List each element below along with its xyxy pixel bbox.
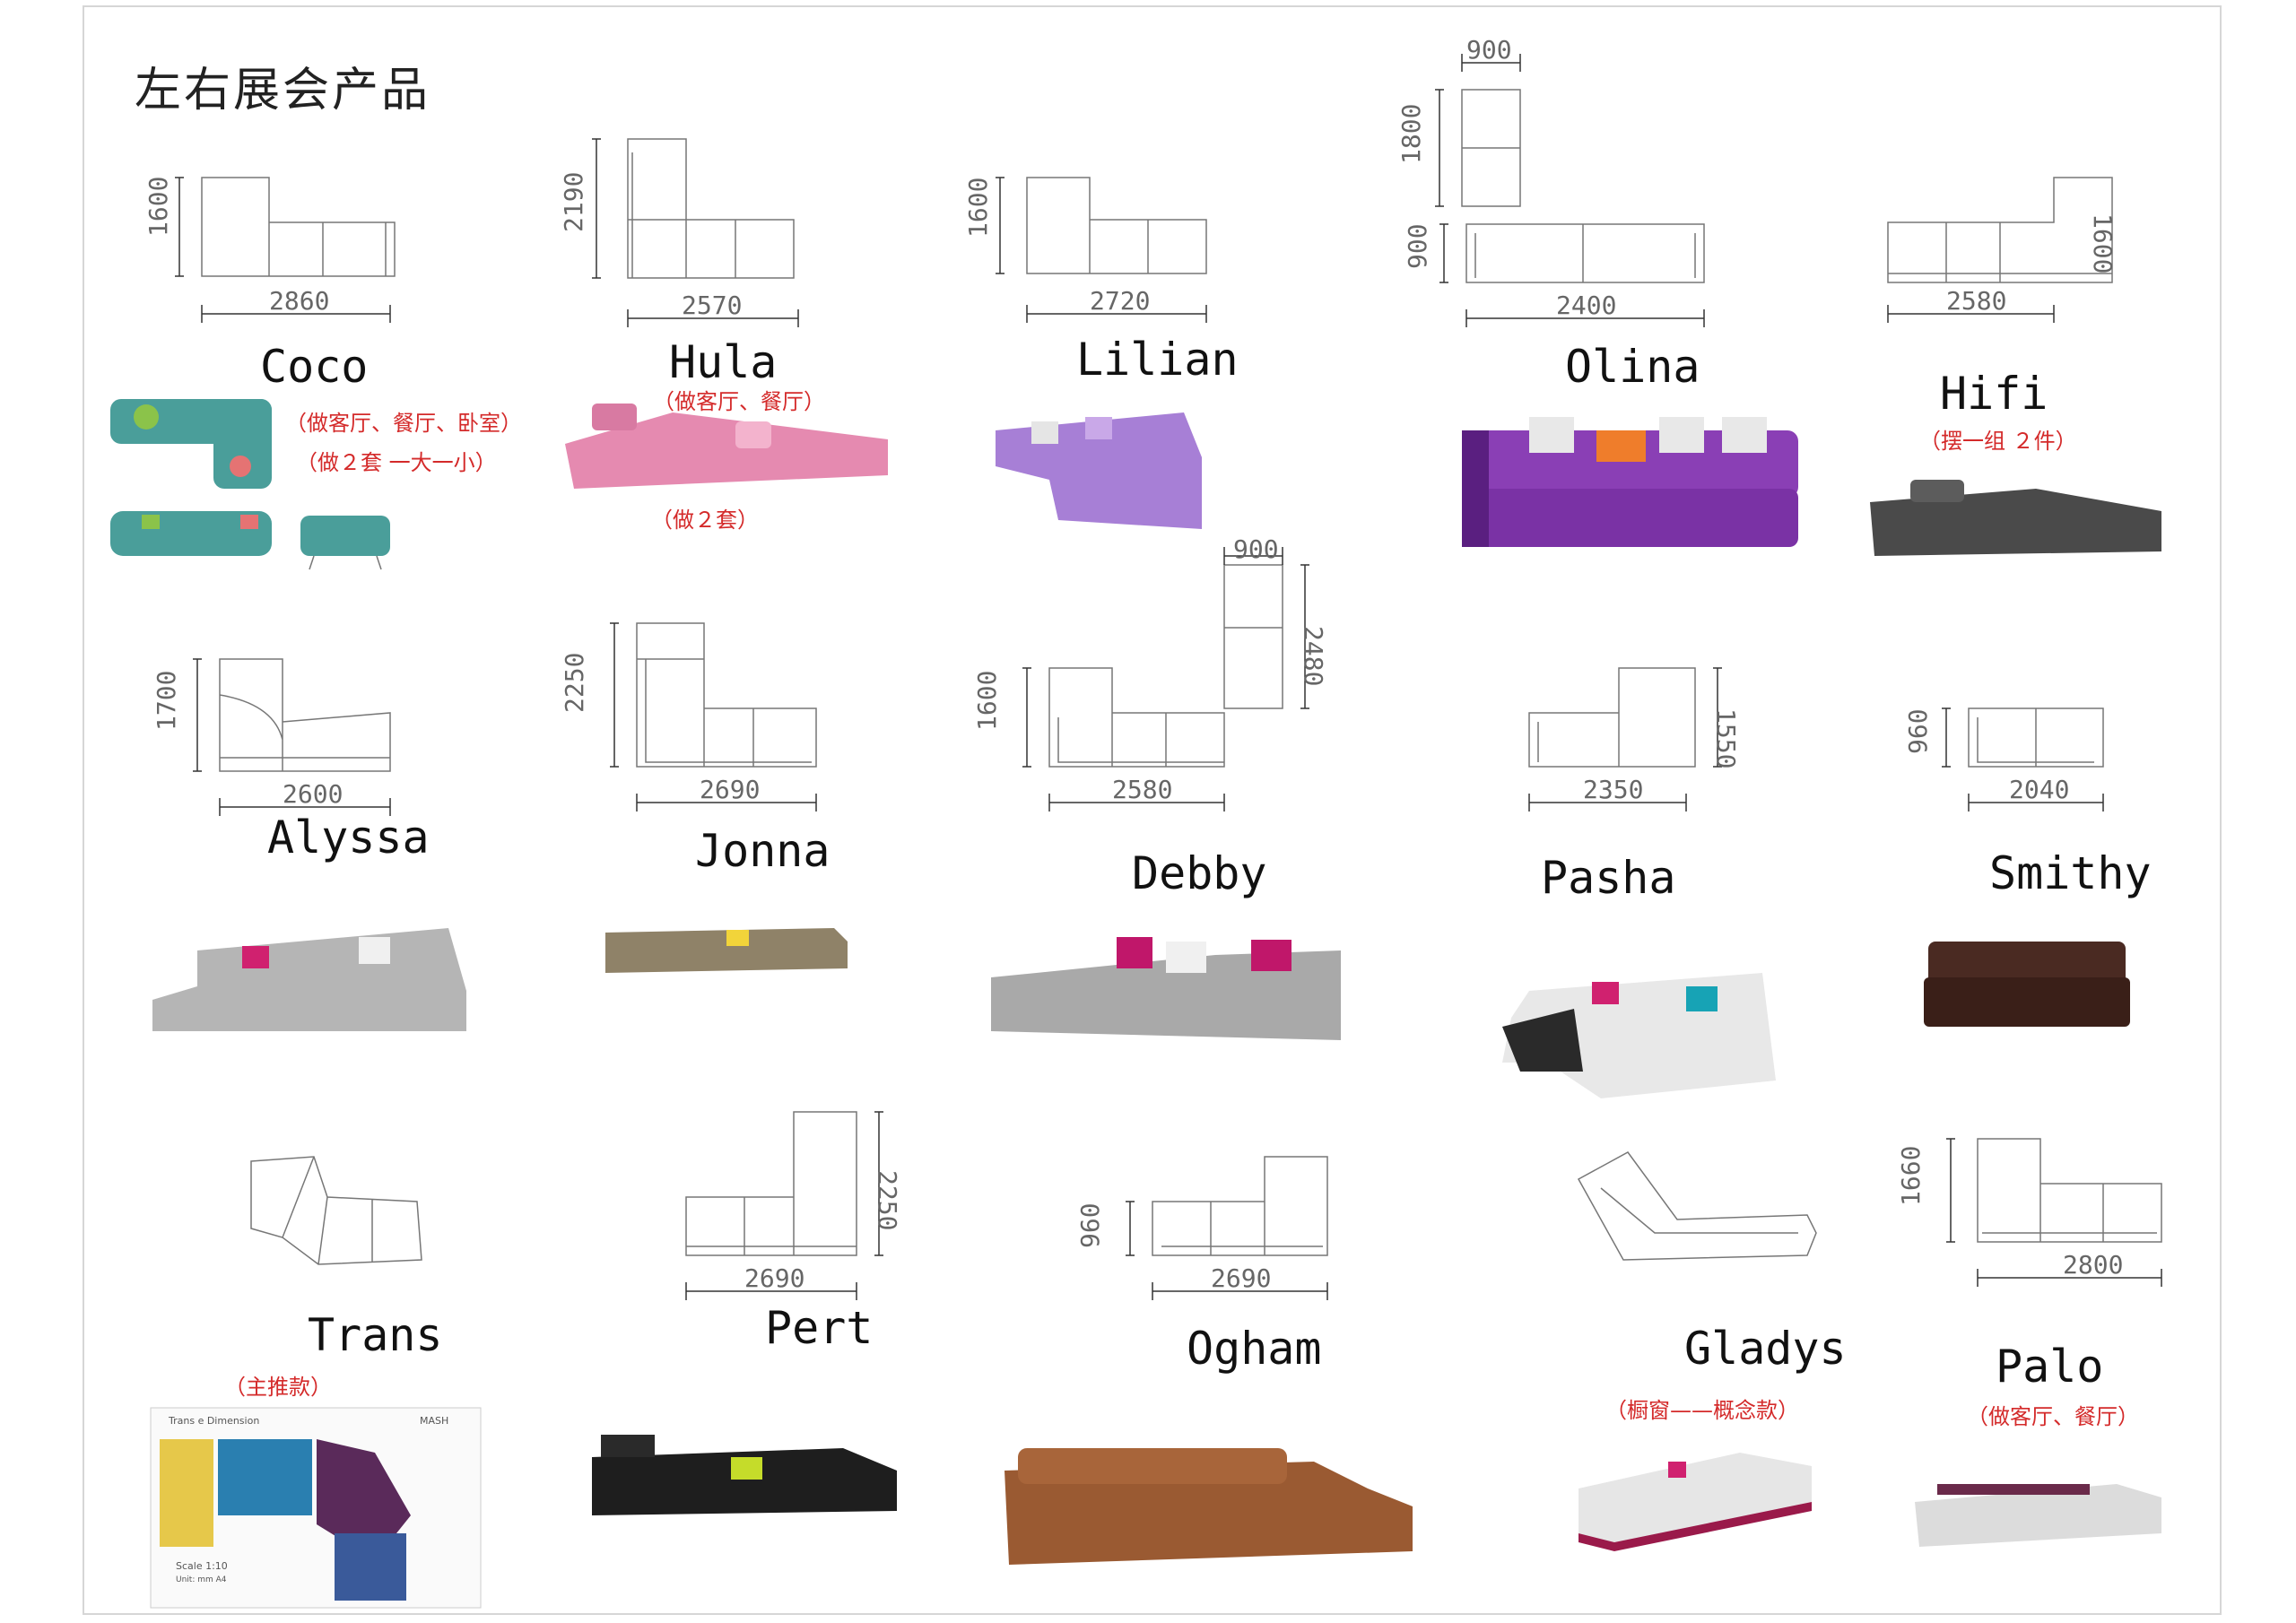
- product-name-hifi: Hifi: [1940, 368, 2048, 420]
- pert-height-dim: 2250: [873, 1170, 902, 1230]
- product-name-lilian: Lilian: [1076, 334, 1239, 386]
- pasha-floor-plan: 1550 2350: [1528, 667, 1741, 812]
- trans-dimension-sheet: Trans e Dimension MASH Scale 1:10 Unit: …: [150, 1407, 482, 1609]
- product-name-alyssa: Alyssa: [267, 812, 430, 864]
- jonna-photo: [605, 928, 848, 973]
- trans-sheet-unit: Unit: mm A4: [176, 1575, 227, 1584]
- gladys-photo: [1578, 1453, 1812, 1551]
- smithy-height-dim: 960: [1903, 708, 1933, 754]
- jonna-floor-plan: 2250 2690: [560, 622, 817, 812]
- olina-width-dim: 2400: [1556, 291, 1616, 320]
- palo-photo: [1915, 1484, 2161, 1547]
- trans-sheet-brand: MASH: [420, 1415, 448, 1427]
- debby-width-dim: 2580: [1112, 775, 1172, 804]
- coco-note-2: （做２套 一大一小）: [296, 450, 497, 475]
- hula-note-2: （做２套）: [651, 508, 759, 533]
- product-name-trans: Trans: [308, 1309, 443, 1361]
- pert-width-dim: 2690: [744, 1263, 804, 1293]
- pert-floor-plan: 2250 2690: [685, 1111, 902, 1300]
- product-name-palo: Palo: [1996, 1341, 2104, 1393]
- debby-top-width-dim: 900: [1233, 534, 1279, 564]
- product-name-olina: Olina: [1565, 341, 1700, 393]
- smithy-width-dim: 2040: [2009, 775, 2069, 804]
- smithy-photo: [1924, 942, 2130, 1027]
- coco-photo: [110, 399, 272, 556]
- page-title: 左右展会产品: [135, 64, 431, 117]
- hifi-height-dim: 1600: [2088, 213, 2118, 273]
- hifi-note-1: （摆一组 ２件）: [1919, 429, 2077, 454]
- pert-photo: [592, 1435, 897, 1515]
- trans-sheet-heading: Trans e Dimension: [168, 1415, 259, 1427]
- coco-width-dim: 2860: [269, 286, 329, 316]
- olina-top-width-dim: 900: [1466, 35, 1512, 65]
- gladys-note-1: （橱窗——概念款）: [1605, 1398, 1799, 1423]
- product-name-coco: Coco: [260, 341, 369, 393]
- lilian-width-dim: 2720: [1090, 286, 1150, 316]
- debby-height-dim: 1600: [972, 671, 1002, 731]
- gladys-floor-plan: [1577, 1151, 1817, 1261]
- jonna-width-dim: 2690: [700, 775, 760, 804]
- product-name-hula: Hula: [669, 336, 778, 388]
- page-frame: [83, 5, 2222, 1615]
- debby-top-height-dim: 2480: [1299, 626, 1328, 686]
- alyssa-photo: [152, 928, 466, 1031]
- alyssa-width-dim: 2600: [283, 779, 343, 809]
- ogham-width-dim: 2690: [1211, 1263, 1271, 1293]
- hifi-photo: [1870, 480, 2161, 556]
- olina-floor-plan: 900 1800 900 2400: [1396, 35, 1705, 327]
- palo-note-1: （做客厅、餐厅）: [1967, 1404, 2139, 1429]
- ogham-floor-plan: 960 2690: [1075, 1156, 1328, 1300]
- pasha-width-dim: 2350: [1583, 775, 1643, 804]
- alyssa-height-dim: 1700: [152, 671, 181, 731]
- trans-sheet-scale: Scale 1:10: [176, 1560, 228, 1572]
- lilian-height-dim: 1600: [963, 178, 993, 238]
- smithy-floor-plan: 960 2040: [1903, 707, 2104, 812]
- trans-floor-plan: [250, 1156, 422, 1265]
- coco-note-1: （做客厅、餐厅、卧室）: [285, 411, 522, 436]
- coco-height-dim: 1600: [144, 177, 173, 237]
- debby-photo: [991, 937, 1341, 1040]
- lilian-floor-plan: 1600 2720: [963, 177, 1207, 323]
- ogham-height-dim: 960: [1075, 1202, 1105, 1248]
- hula-width-dim: 2570: [682, 291, 742, 320]
- coco-side-photo: [300, 516, 390, 570]
- alyssa-floor-plan: 1700 2600: [152, 658, 391, 816]
- hula-height-dim: 2190: [559, 172, 588, 232]
- palo-height-dim: 1660: [1896, 1146, 1926, 1206]
- coco-floor-plan: 1600 2860: [144, 177, 396, 323]
- product-name-jonna: Jonna: [695, 825, 831, 877]
- olina-top-height-dim: 1800: [1396, 104, 1426, 164]
- hifi-floor-plan: 1600 2580: [1887, 177, 2118, 323]
- hula-photo: [565, 404, 888, 489]
- lilian-photo: [996, 412, 1202, 529]
- hula-floor-plan: 2190 2570: [559, 138, 799, 327]
- jonna-height-dim: 2250: [560, 653, 589, 713]
- product-name-pasha: Pasha: [1541, 852, 1676, 904]
- ogham-photo: [1004, 1448, 1413, 1565]
- product-name-ogham: Ogham: [1187, 1323, 1322, 1375]
- palo-floor-plan: 1660 2800: [1896, 1138, 2162, 1287]
- hifi-width-dim: 2580: [1946, 286, 2006, 316]
- pasha-photo: [1502, 973, 1776, 1098]
- olina-height-dim: 900: [1403, 223, 1432, 269]
- product-name-pert: Pert: [765, 1302, 874, 1354]
- product-name-smithy: Smithy: [1989, 847, 2152, 899]
- debby-floor-plan: 900 2480 1600 2580: [972, 534, 1328, 812]
- product-name-debby: Debby: [1132, 847, 1267, 899]
- olina-photo: [1462, 417, 1798, 547]
- hula-note-1: （做客厅、餐厅）: [653, 389, 825, 414]
- product-name-gladys: Gladys: [1684, 1323, 1847, 1375]
- pasha-height-dim: 1550: [1711, 708, 1741, 768]
- palo-width-dim: 2800: [2063, 1250, 2123, 1280]
- trans-note-1: （主推款）: [224, 1375, 332, 1400]
